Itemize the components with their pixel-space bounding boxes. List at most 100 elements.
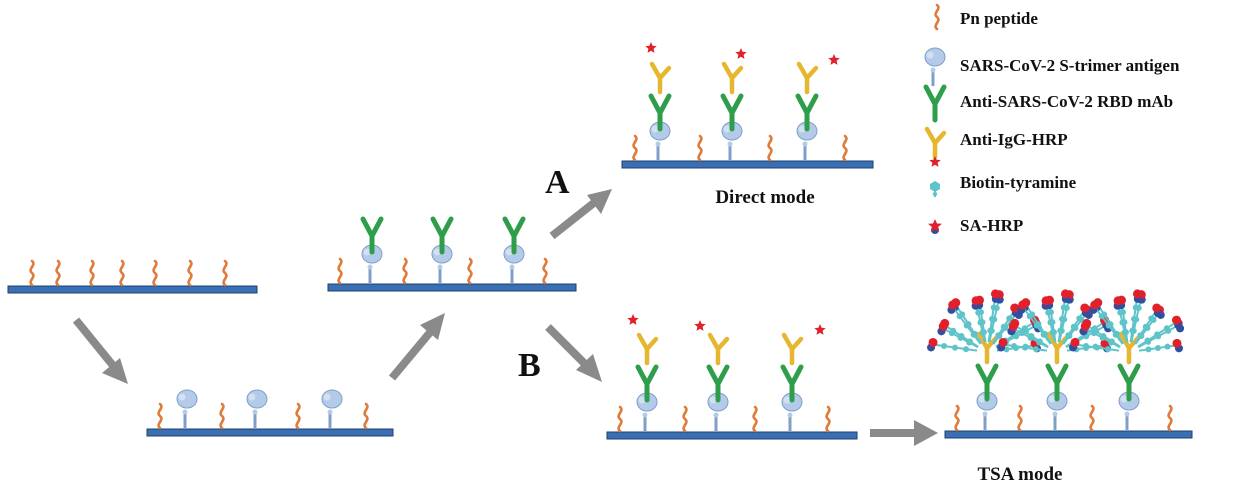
biotin-tyramine-icon	[990, 304, 997, 311]
hrp-star-icon	[1080, 321, 1090, 331]
substrate-bar	[606, 431, 858, 440]
biotin-tyramine-icon	[1131, 316, 1138, 323]
hrp-star-icon	[645, 42, 657, 53]
biotin-tyramine-icon	[1018, 330, 1025, 337]
peptide-icon	[842, 134, 848, 162]
peptide-icon	[295, 402, 301, 430]
biotin-tyramine-icon	[979, 329, 986, 336]
biotin-tyramine-icon	[1164, 343, 1171, 350]
biotin-tyramine-icon	[966, 339, 973, 346]
biotin-tyramine-icon	[1144, 337, 1151, 344]
biotin-tyramine-icon	[1057, 327, 1064, 334]
biotin-tyramine-icon	[1098, 313, 1105, 320]
biotin-tyramine-icon	[1121, 329, 1128, 336]
legend-label-sahrp: SA-HRP	[960, 216, 1023, 235]
biotin-tyramine-icon	[1145, 346, 1152, 353]
antigen-icon	[320, 388, 344, 430]
peptide-icon	[542, 257, 548, 285]
peptide-icon	[697, 134, 703, 162]
biotin-tyramine-icon	[1049, 329, 1056, 336]
caption-direct-mode: Direct mode	[715, 187, 814, 208]
hrp-star-icon	[938, 321, 948, 331]
biotin-tyramine-icon	[1105, 346, 1112, 353]
peptide-icon	[632, 134, 638, 162]
peptide-icon	[767, 134, 773, 162]
biotin-tyramine-icon	[1163, 325, 1170, 332]
peptide-icon	[1089, 404, 1095, 432]
hrp-star-icon	[814, 324, 826, 335]
peptide-icon	[89, 259, 95, 287]
peptide-icon	[187, 259, 193, 287]
anti-igg-icon	[1049, 334, 1066, 362]
hrp-star-icon	[1010, 303, 1020, 313]
substrate-bar	[327, 283, 577, 292]
biotin-tyramine-icon	[1112, 331, 1119, 338]
anti-igg-icon	[927, 129, 944, 157]
peptide-icon	[55, 259, 61, 287]
biotin-tyramine-icon	[1027, 334, 1034, 341]
branch-label-b: B	[518, 347, 541, 384]
peptide-icon	[1167, 404, 1173, 432]
hrp-star-icon	[928, 337, 938, 347]
substrate-bar	[621, 160, 874, 169]
peptide-icon	[29, 259, 35, 287]
anti-igg-icon	[784, 335, 801, 363]
peptide-icon	[467, 257, 473, 285]
arrow-amplification	[870, 420, 938, 446]
biotin-tyramine-icon	[1154, 344, 1161, 351]
legend-peptide: Pn peptide	[934, 3, 1038, 31]
arrow-branch-a	[549, 189, 612, 240]
arrow-step-1	[72, 317, 128, 384]
legend-sahrp: SA-HRP	[928, 216, 1023, 235]
peptide-icon	[825, 405, 831, 433]
biotin-tyramine-icon	[1060, 304, 1067, 311]
biotin-tyramine-icon	[1033, 322, 1040, 329]
hrp-star-icon	[1018, 300, 1028, 310]
hrp-star-icon	[998, 337, 1008, 347]
substrate-bar	[7, 285, 258, 294]
anti-igg-icon	[724, 64, 741, 92]
biotin-tyramine-icon	[1065, 332, 1072, 339]
caption-tsa-mode: TSA mode	[978, 464, 1063, 485]
hrp-star-icon	[735, 48, 747, 59]
anti-igg-icon	[799, 64, 816, 92]
biotin-tyramine-icon	[987, 327, 994, 334]
biotin-tyramine-icon	[948, 330, 955, 337]
biotin-tyramine-icon	[989, 316, 996, 323]
antigen-icon	[175, 388, 199, 430]
substrate-bar	[146, 428, 394, 437]
hrp-star-icon	[1152, 303, 1162, 313]
hrp-star-icon	[1070, 337, 1080, 347]
antigen-icon	[245, 388, 269, 430]
biotin-tyramine-icon	[1108, 339, 1115, 346]
hrp-star-icon	[1008, 321, 1018, 331]
peptide-icon	[752, 405, 758, 433]
biotin-tyramine-icon	[1036, 339, 1043, 346]
substrate-bar	[944, 430, 1193, 439]
biotin-tyramine-icon	[963, 322, 970, 329]
peptide-icon	[363, 402, 369, 430]
arrow-branch-b	[545, 324, 602, 382]
peptide-icon	[617, 405, 623, 433]
peptide-icon	[119, 259, 125, 287]
legend-label-anti-igg: Anti-IgG-HRP	[960, 130, 1068, 149]
hrp-star-icon	[1172, 315, 1182, 325]
biotin-tyramine-icon	[1105, 322, 1112, 329]
biotin-tyramine-icon	[1117, 309, 1124, 316]
biotin-tyramine-icon	[1094, 344, 1101, 351]
biotin-tyramine-icon	[970, 331, 977, 338]
peptide-icon	[682, 405, 688, 433]
peptide-icon	[954, 404, 960, 432]
sa-hrp-icon	[928, 219, 942, 234]
legend-label-antigen: SARS-CoV-2 S-trimer antigen	[960, 56, 1180, 75]
hrp-star-icon	[1113, 296, 1123, 306]
hrp-star-icon	[1080, 303, 1090, 313]
biotin-tyramine-icon	[1099, 334, 1106, 341]
peptide-icon	[152, 259, 158, 287]
biotin-tyramine-icon	[941, 343, 948, 350]
biotin-tyramine-icon	[1129, 327, 1136, 334]
legend-mab: Anti-SARS-CoV-2 RBD mAb	[926, 87, 1173, 120]
biotin-tyramine-icon	[1059, 316, 1066, 323]
peptide-icon	[1017, 404, 1023, 432]
hrp-star-icon	[694, 320, 706, 331]
